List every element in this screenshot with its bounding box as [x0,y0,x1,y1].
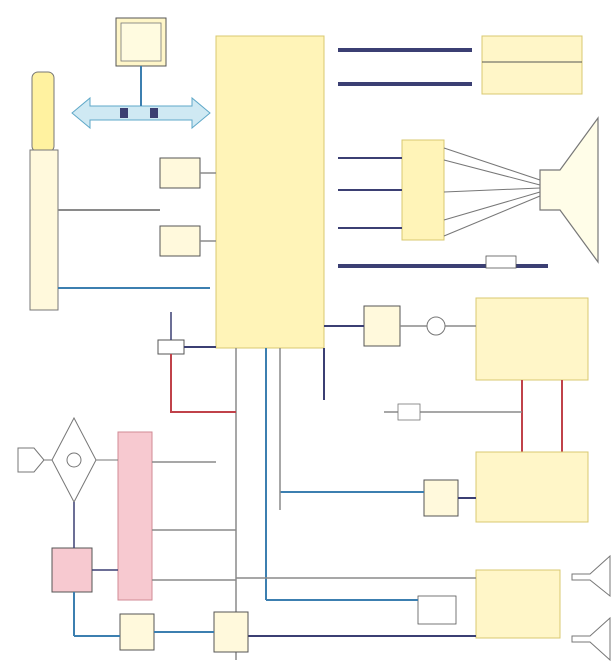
reg-chip-right [213,611,249,653]
left-connector-head [31,71,55,153]
left-plug-icon [17,447,45,473]
small-resistor [157,339,185,355]
rgb-output-fan [443,147,541,237]
cpu-block [215,35,325,349]
diamond-inner [66,452,82,468]
chip-a [159,157,201,189]
rgb-input-lines [338,157,402,229]
mid-right-tag [397,403,421,421]
reg-chip-left [119,613,155,651]
bottom-right-block [475,569,561,639]
bottom-connector-bottom [571,616,611,662]
bottom-connector-top [571,554,611,598]
bottom-right-tag [417,595,457,625]
chip-b [159,225,201,257]
lower-right-block [475,451,589,523]
small-buffer-chip [363,305,401,347]
sensor-icon [426,316,446,336]
top-chip-inner [120,22,162,62]
bus-tap-2 [150,108,158,118]
pink-block [117,431,153,601]
left-connector-body [29,149,59,311]
right-mid-panel [475,297,589,381]
speaker-icon [539,116,599,264]
lower-mid-chip [423,479,459,517]
right-top-block [481,35,583,95]
speaker-bus-tag [485,255,517,269]
pink-chip [51,547,93,593]
blue-bus-arrow [71,96,211,130]
bus-tap-1 [120,108,128,118]
red-loop [170,354,236,413]
rgb-driver-block [401,139,445,241]
